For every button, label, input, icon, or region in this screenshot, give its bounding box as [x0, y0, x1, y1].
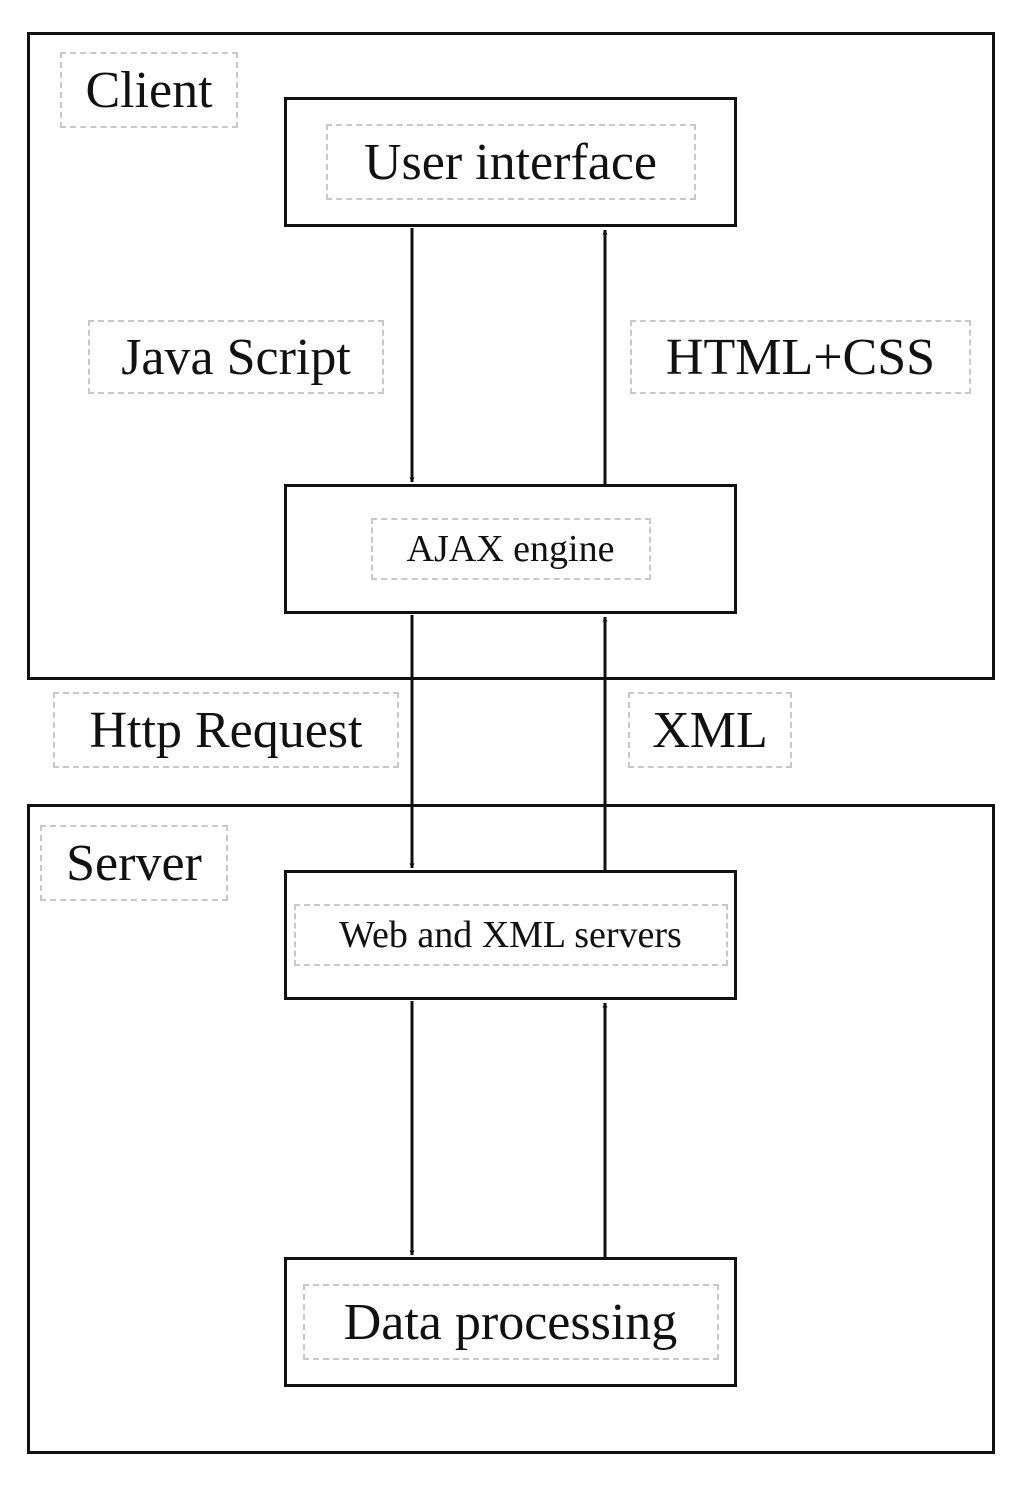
web-xml-servers-label: Web and XML servers	[293, 904, 728, 966]
client-label: Client	[60, 52, 238, 128]
client-frame	[27, 32, 995, 680]
server-frame	[27, 804, 995, 1454]
web-xml-servers-box: Web and XML servers	[284, 870, 737, 1000]
http-request-label: Http Request	[53, 692, 399, 768]
ajax-engine-box: AJAX engine	[284, 484, 737, 614]
server-label: Server	[40, 825, 228, 901]
user-interface-box: User interface	[284, 97, 737, 227]
user-interface-label: User interface	[325, 124, 696, 200]
javascript-label: Java Script	[88, 320, 384, 394]
xml-label: XML	[628, 692, 792, 768]
data-processing-label: Data processing	[302, 1284, 719, 1360]
data-processing-box: Data processing	[284, 1257, 737, 1387]
html-css-label: HTML+CSS	[630, 320, 971, 394]
ajax-engine-label: AJAX engine	[370, 518, 651, 580]
